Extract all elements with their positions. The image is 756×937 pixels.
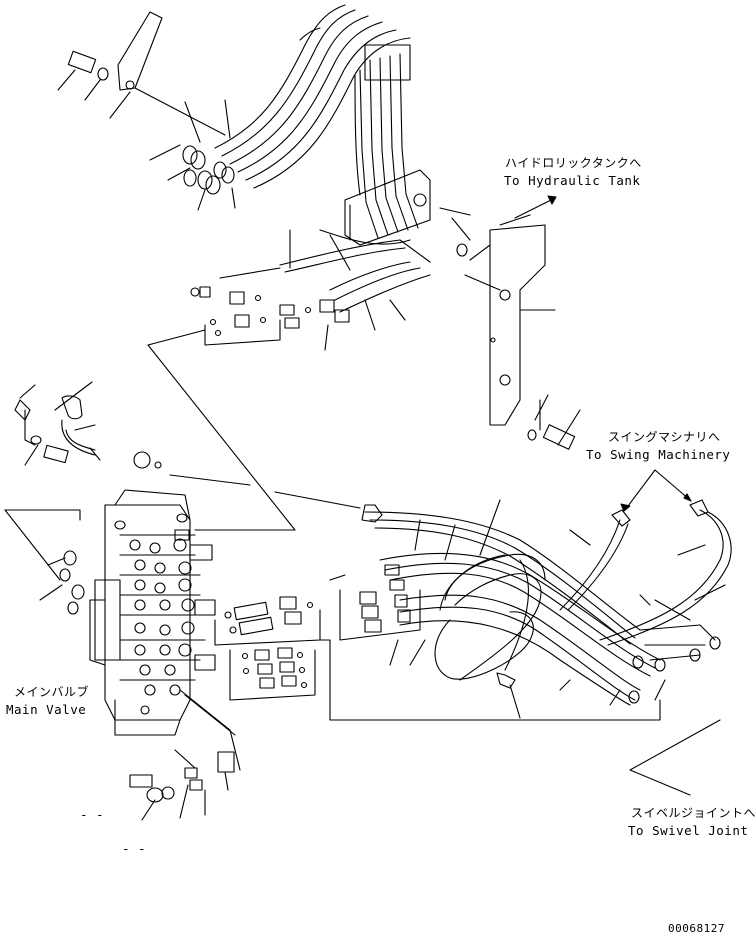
center-fitting-row <box>190 229 406 351</box>
leader-lines <box>4 329 361 581</box>
swivel-leader <box>629 719 721 796</box>
dash-mark-a: - - <box>80 807 105 822</box>
main-valve-label-ja: メインバルブ <box>14 685 90 699</box>
dash-mark-b: - - <box>122 841 147 856</box>
left-small-pipe <box>14 381 162 469</box>
swing-label-ja: スイングマシナリへ <box>608 430 721 444</box>
swing-arrows <box>620 469 692 512</box>
upper-clamp-block <box>344 169 431 246</box>
top-left-bracket <box>57 11 226 136</box>
upper-hose-bundle <box>214 4 431 313</box>
drawing-number: 00068127 <box>668 922 725 935</box>
tank-bracket <box>439 207 581 450</box>
upper-left-fittings <box>149 99 236 211</box>
swivel-label-en: To Swivel Joint <box>628 823 749 838</box>
swivel-label-ja: スイベルジョイントへ <box>631 806 756 820</box>
lower-hose-bundle <box>319 499 732 721</box>
tank-label-en: To Hydraulic Tank <box>504 173 641 188</box>
main-valve-label-en: Main Valve <box>6 702 87 717</box>
main-valve <box>89 489 216 736</box>
valve-left-fittings <box>39 550 85 615</box>
tank-label-ja: ハイドロリックタンクへ <box>505 156 642 170</box>
valve-right-fittings <box>129 596 321 821</box>
tank-arrow <box>514 195 557 219</box>
swing-label-en: To Swing Machinery <box>586 447 731 462</box>
